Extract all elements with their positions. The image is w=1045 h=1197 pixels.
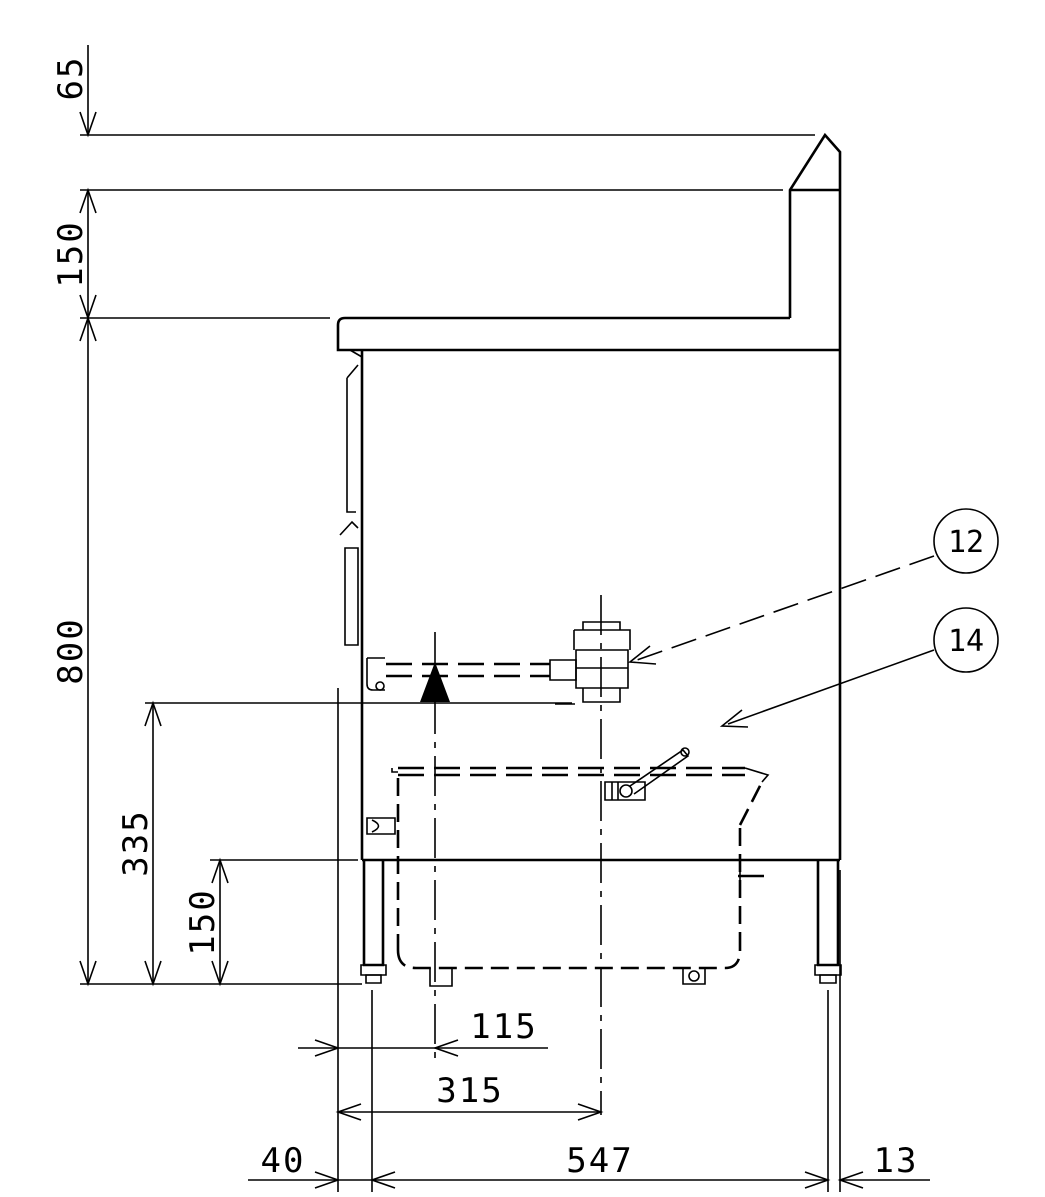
dim-13: 13 [874,1141,919,1181]
dim-800: 800 [51,617,91,684]
dim-150-bottom: 150 [183,888,223,955]
vertical-dimensions: 65 150 800 335 150 [51,45,815,987]
callout-14-bubble [933,607,999,673]
callout-14-label: 14 [948,624,984,659]
callout-12-leader [636,555,935,661]
cabinet-outline [336,132,842,862]
dim-65: 65 [51,56,91,101]
callouts: 12 14 [627,508,999,728]
dim-115: 115 [470,1007,537,1047]
callout-14-leader [727,649,935,725]
dim-315: 315 [436,1071,503,1111]
callout-12-bubble [933,508,999,574]
dim-335: 335 [116,809,156,876]
water-inlet-marker [420,662,450,702]
valve-assembly [386,621,631,705]
dim-150-top: 150 [51,220,91,287]
dim-547: 547 [566,1141,633,1181]
dim-40: 40 [261,1141,306,1181]
hidden-tank [391,747,770,987]
horizontal-dimensions: 115 315 40 547 13 [248,688,930,1192]
callout-12-label: 12 [948,525,984,560]
legs [360,860,842,984]
